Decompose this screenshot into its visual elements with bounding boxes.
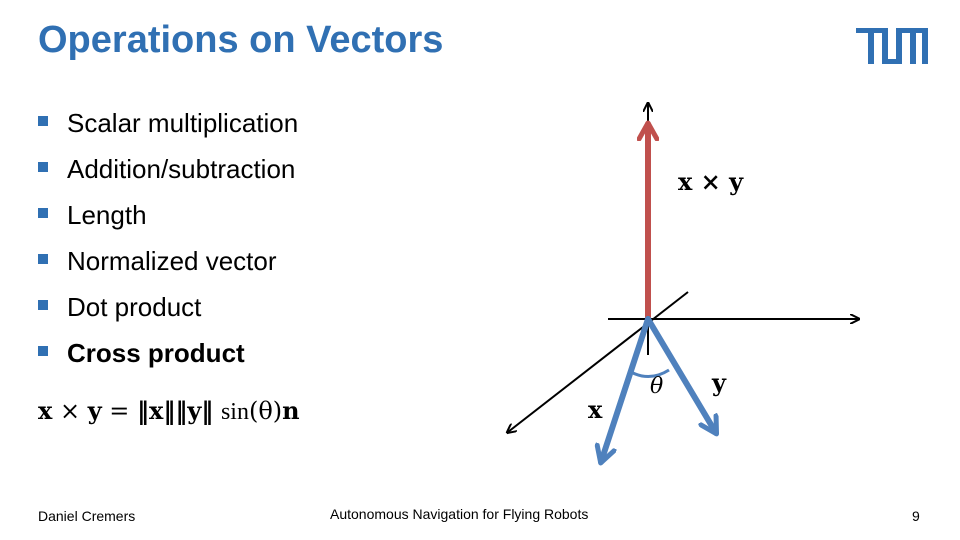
tum-logo-bar-m-mid — [910, 28, 916, 64]
tum-logo-bar-u-bottom — [882, 59, 902, 64]
bullet-item-active: Cross product — [38, 330, 298, 376]
formula-norm-y: ‖y‖ — [175, 396, 214, 425]
footer-author: Daniel Cremers — [38, 508, 136, 524]
bullet-label: Cross product — [67, 338, 245, 368]
bullet-item: Length — [38, 192, 298, 238]
formula-n: n — [282, 396, 300, 425]
vector-y-label: y — [711, 368, 727, 397]
tum-logo-bar-t-stem — [868, 28, 874, 64]
square-bullet-icon — [38, 300, 48, 310]
tum-logo-bar-u-right — [896, 28, 902, 64]
square-bullet-icon — [38, 162, 48, 172]
vector-y — [645, 316, 716, 433]
slide-title: Operations on Vectors — [38, 19, 444, 61]
bullet-label: Addition/subtraction — [67, 154, 296, 184]
cross-product-label: x × y — [678, 167, 744, 196]
formula-norm-x: ‖x‖ — [137, 396, 176, 425]
bullet-item: Scalar multiplication — [38, 100, 298, 146]
formula-sin: sin — [220, 399, 249, 425]
tum-logo-bar-m-right — [922, 28, 928, 64]
bullet-label: Scalar multiplication — [67, 108, 299, 138]
bullet-list: Scalar multiplication Addition/subtracti… — [38, 100, 298, 376]
bullet-label: Dot product — [67, 292, 202, 322]
axis-depth — [508, 291, 689, 432]
bullet-label: Length — [67, 200, 147, 230]
formula-theta: (θ) — [248, 397, 283, 425]
bullet-label: Normalized vector — [67, 246, 277, 276]
square-bullet-icon — [38, 208, 48, 218]
footer-course: Autonomous Navigation for Flying Robots — [330, 506, 589, 522]
square-bullet-icon — [38, 254, 48, 264]
square-bullet-icon — [38, 346, 48, 356]
vector-x-label: x — [588, 395, 603, 424]
theta-label: θ — [650, 374, 663, 399]
formula-times: × — [59, 397, 81, 425]
formula-y: y — [87, 396, 102, 425]
theta-angle-arc — [630, 368, 670, 378]
cross-product-diagram: x × y y x θ — [490, 90, 890, 480]
formula-x: x — [38, 396, 53, 425]
tum-logo — [856, 28, 928, 64]
bullet-item: Dot product — [38, 284, 298, 330]
vector-x — [601, 316, 651, 462]
bullet-item: Normalized vector — [38, 238, 298, 284]
cross-product-formula: x × y = ‖x‖‖y‖ sin(θ)n — [38, 396, 300, 426]
footer-page-number: 9 — [912, 508, 920, 524]
formula-equals: = — [109, 397, 130, 425]
tum-logo-bar-u-left — [882, 28, 888, 64]
bullet-item: Addition/subtraction — [38, 146, 298, 192]
square-bullet-icon — [38, 116, 48, 126]
